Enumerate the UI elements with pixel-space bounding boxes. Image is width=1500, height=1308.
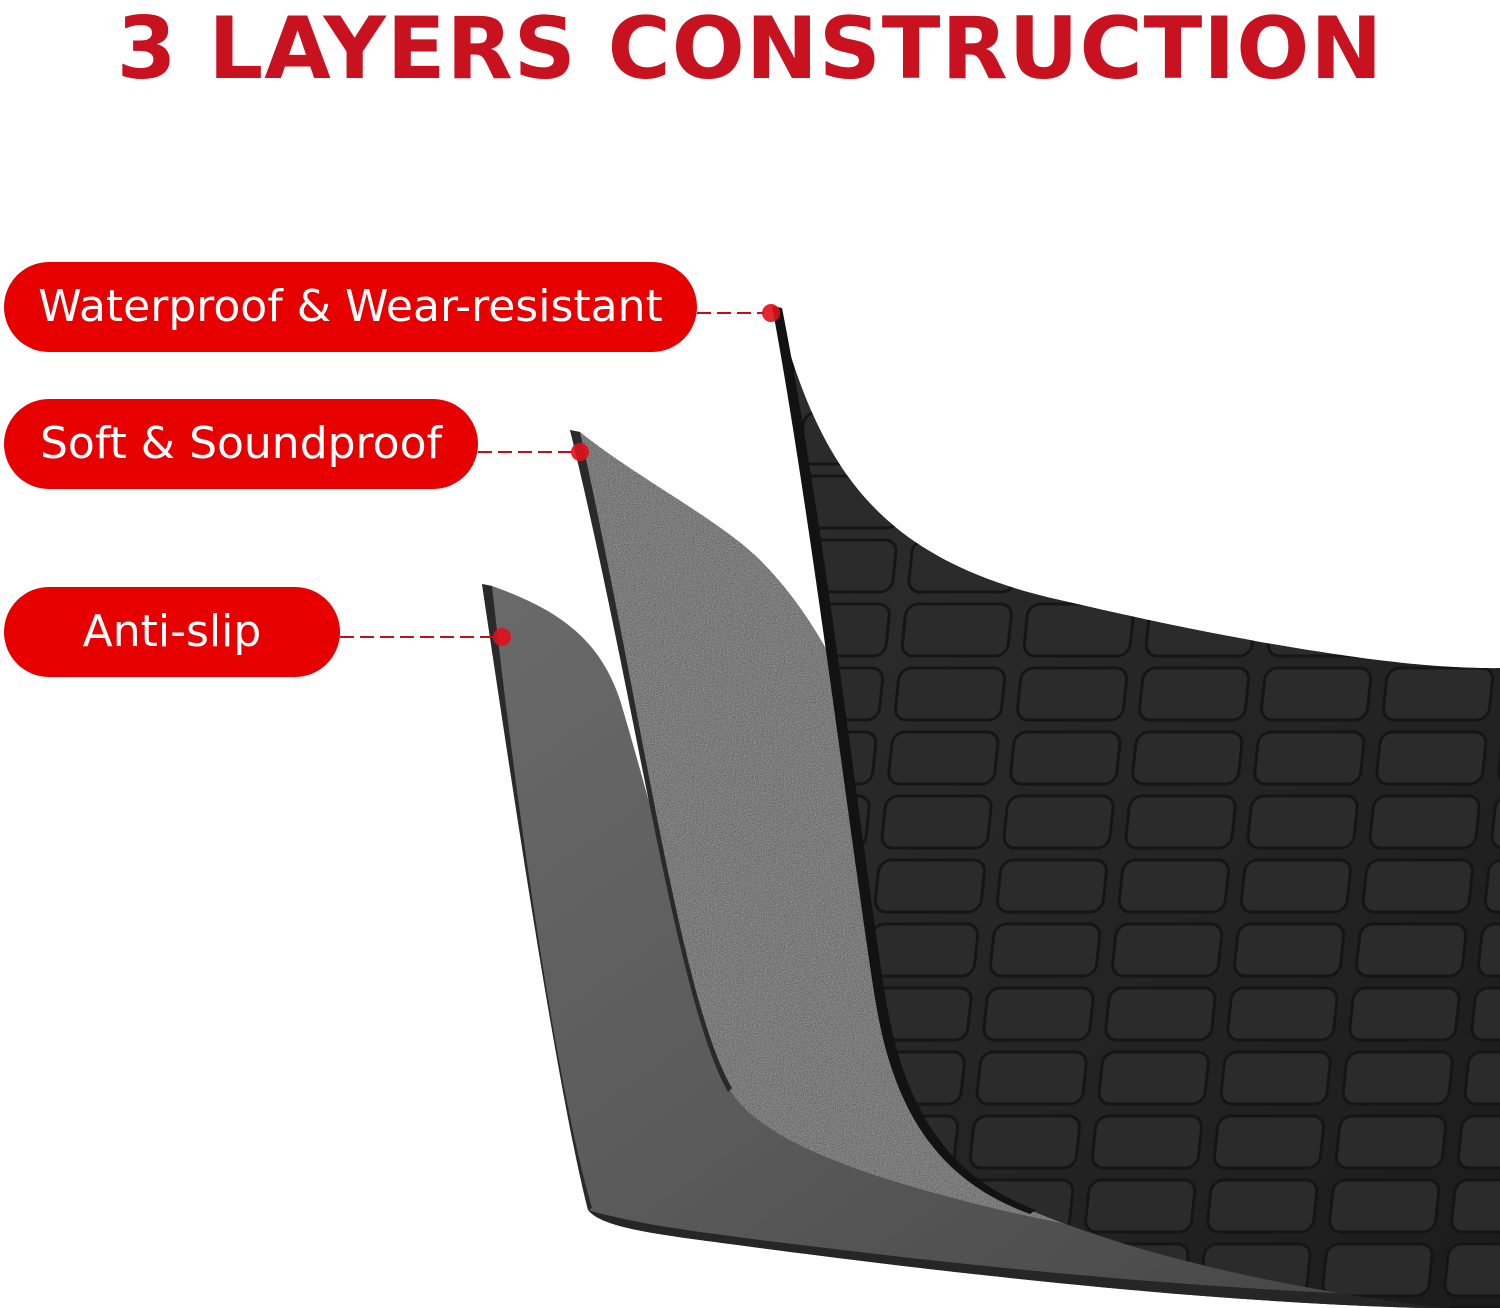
leader-dot-1	[762, 304, 780, 322]
leader-dots	[493, 304, 780, 646]
callout-waterproof-wear-resistant: Waterproof & Wear-resistant	[4, 262, 697, 352]
page-title: 3 LAYERS CONSTRUCTION	[116, 0, 1384, 99]
callout-soft-soundproof: Soft & Soundproof	[4, 399, 478, 489]
leader-dot-2	[571, 443, 589, 461]
soft-soundproof-layer	[570, 430, 1500, 1262]
leader-dot-3	[493, 628, 511, 646]
leader-lines	[340, 312, 764, 638]
callout-anti-slip: Anti-slip	[4, 587, 340, 677]
